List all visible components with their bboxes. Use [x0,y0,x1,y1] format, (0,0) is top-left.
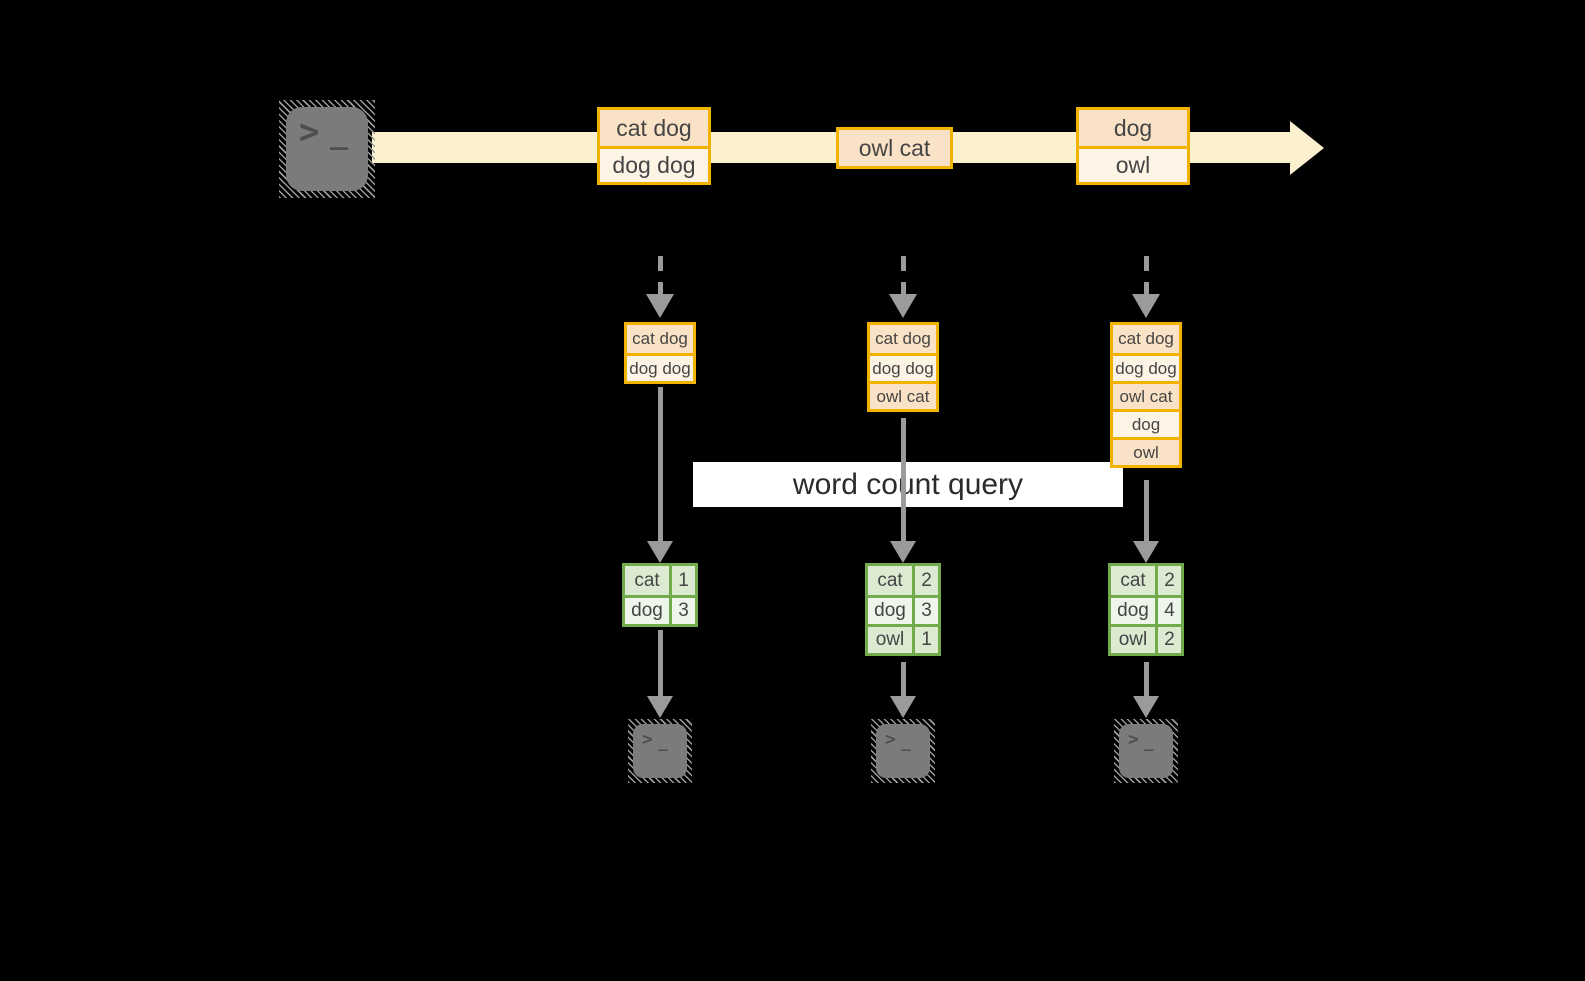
consumer-terminal-icon: > _ [628,719,692,783]
table-row: owl 2 [1111,624,1181,653]
table-row: cat 1 [625,566,695,595]
terminal-body: > _ [1119,724,1173,778]
consumer-terminal-icon: > _ [871,719,935,783]
stream-record-box: cat dog dog dog [597,107,711,185]
stream-record-box: dog owl [1076,107,1190,185]
aggregation-arrow [901,418,906,543]
buffer-record: owl cat [1113,381,1179,409]
prompt-chevron-icon: > [642,729,653,750]
aggregation-arrowhead-icon [890,541,916,563]
terminal-body: > _ [286,107,368,191]
word-cell: dog [868,598,912,624]
snapshot-arrow-dashed [901,256,906,296]
word-cell: cat [625,566,669,595]
prompt-underscore-icon: _ [658,732,668,751]
word-cell: dog [1111,598,1155,624]
buffer-record: dog dog [1113,353,1179,381]
word-count-table: cat 1 dog 3 [622,563,698,627]
buffer-record: dog [1113,409,1179,437]
count-cell: 4 [1155,598,1181,624]
buffer-record: cat dog [870,325,936,353]
buffer-record: dog dog [870,353,936,381]
table-row: owl 1 [868,624,938,653]
count-cell: 1 [669,566,695,595]
word-cell: owl [1111,627,1155,653]
word-count-table: cat 2 dog 4 owl 2 [1108,563,1184,656]
buffer-record: cat dog [627,325,693,353]
record-message: dog [1079,110,1187,146]
output-arrow [658,630,663,698]
stream-record-box: owl cat [836,127,953,169]
stream-buffer-stack: cat dog dog dog owl cat dog owl [1110,322,1182,468]
prompt-underscore-icon: _ [901,732,911,751]
terminal-body: > _ [876,724,930,778]
buffer-record: owl [1113,437,1179,465]
record-message: owl cat [839,130,950,166]
buffer-record: dog dog [627,353,693,381]
aggregation-arrow [658,387,663,543]
prompt-underscore-icon: _ [1144,732,1154,751]
prompt-chevron-icon: > [1128,729,1139,750]
snapshot-arrowhead-icon [889,294,917,318]
prompt-chevron-icon: > [299,112,320,152]
count-cell: 3 [669,598,695,624]
snapshot-arrowhead-icon [646,294,674,318]
table-row: dog 3 [625,595,695,624]
aggregation-arrowhead-icon [1133,541,1159,563]
stream-buffer-stack: cat dog dog dog [624,322,696,384]
snapshot-arrow-dashed [658,256,663,296]
output-arrow [1144,662,1149,698]
record-message: dog dog [600,146,708,182]
table-row: dog 4 [1111,595,1181,624]
record-message: owl [1079,146,1187,182]
output-arrow [901,662,906,698]
stream-buffer-stack: cat dog dog dog owl cat [867,322,939,412]
stream-arrowhead-icon [1290,121,1324,175]
consumer-terminal-icon: > _ [1114,719,1178,783]
buffer-record: cat dog [1113,325,1179,353]
buffer-record: owl cat [870,381,936,409]
word-cell: owl [868,627,912,653]
producer-terminal-icon: > _ [279,100,375,198]
query-label-banner: word count query [693,462,1123,507]
aggregation-arrowhead-icon [647,541,673,563]
snapshot-arrowhead-icon [1132,294,1160,318]
table-row: dog 3 [868,595,938,624]
count-cell: 1 [912,627,938,653]
word-count-table: cat 2 dog 3 owl 1 [865,563,941,656]
count-cell: 3 [912,598,938,624]
record-message: cat dog [600,110,708,146]
output-arrowhead-icon [647,696,673,718]
terminal-body: > _ [633,724,687,778]
word-cell: dog [625,598,669,624]
prompt-chevron-icon: > [885,729,896,750]
aggregation-arrow [1144,480,1149,543]
word-cell: cat [1111,566,1155,595]
word-cell: cat [868,566,912,595]
snapshot-arrow-dashed [1144,256,1149,296]
output-arrowhead-icon [1133,696,1159,718]
table-row: cat 2 [868,566,938,595]
count-cell: 2 [912,566,938,595]
count-cell: 2 [1155,566,1181,595]
output-arrowhead-icon [890,696,916,718]
table-row: cat 2 [1111,566,1181,595]
count-cell: 2 [1155,627,1181,653]
prompt-underscore-icon: _ [330,116,349,151]
